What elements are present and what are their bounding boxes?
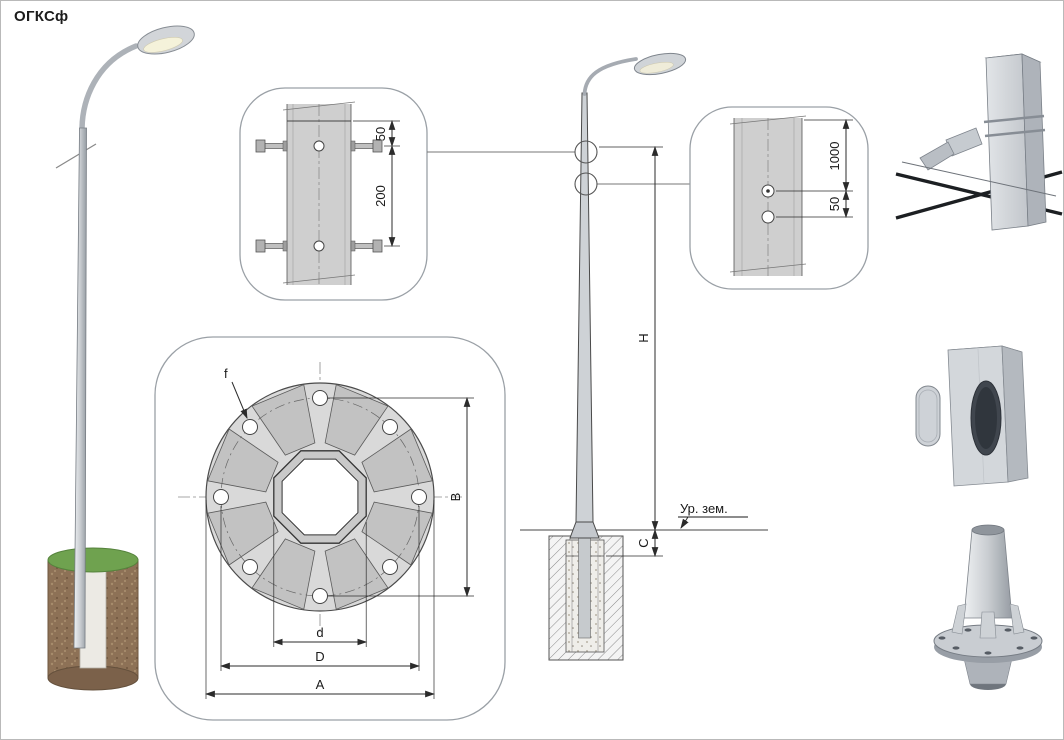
flange-bolt-holes: [938, 628, 1038, 655]
ground-level-label: Ур. зем.: [680, 501, 728, 516]
grass-top: [47, 547, 139, 573]
break-mark: [282, 274, 356, 284]
pole-column: [985, 53, 1029, 231]
flange-bolt-holes: [213, 390, 427, 604]
door-opening-inner: [975, 387, 997, 449]
ground-leader: [680, 516, 689, 529]
pole-arm: [79, 43, 139, 133]
pole-shaft: [575, 92, 594, 523]
leader-f: [231, 381, 248, 420]
break-mark: [282, 101, 356, 111]
callout-circle-upper: [574, 140, 598, 164]
drawing-title: ОГКСф: [14, 8, 69, 25]
mount-bolt-dot: [766, 189, 770, 193]
flange-gussets: [207, 384, 433, 610]
lamp-head: [137, 25, 195, 55]
detail-flange-plan: f B d D A: [154, 336, 506, 721]
render-cable-clamp: [895, 53, 1063, 231]
break-mark: [729, 263, 807, 273]
dim-label-50: 50: [373, 127, 388, 141]
band-clamp: [984, 128, 1046, 138]
break-mark: [55, 143, 97, 169]
dim-label-50: 50: [827, 197, 842, 211]
dim-label-d: d: [316, 625, 323, 640]
clamp-bolt-lower: [255, 239, 383, 253]
gusset: [951, 603, 967, 635]
mount-hole-lower: [761, 210, 775, 224]
pole-arm: [582, 57, 638, 96]
render-access-door: [915, 345, 1029, 487]
callout-circle-lower: [574, 172, 598, 196]
clamp-bolt-upper: [255, 139, 383, 153]
dim-label-C: C: [636, 538, 651, 547]
lamp-head: [633, 52, 687, 76]
detail-clamp-section: 50 200: [239, 87, 428, 301]
dim-label-1000: 1000: [827, 142, 842, 171]
dim-label-200: 200: [373, 185, 388, 207]
dim-label-A: A: [316, 677, 325, 692]
gusset: [979, 611, 997, 639]
pole-shaft: [73, 127, 87, 649]
break-mark: [729, 115, 807, 125]
pole-stub: [963, 529, 1013, 619]
wedge-clamp: [919, 141, 955, 171]
dim-label-H: H: [636, 333, 651, 342]
render-flange-base: [933, 524, 1043, 690]
pole-embedded: [578, 537, 591, 639]
elevation-view: H C Ур. зем.: [427, 52, 768, 661]
dim-label-D: D: [315, 649, 324, 664]
dim-label-B: B: [448, 493, 463, 502]
door-cover: [915, 385, 941, 447]
hole-label-f: f: [224, 366, 228, 381]
pole-stub-opening: [971, 524, 1005, 536]
pole-octagon-section: [273, 450, 367, 544]
render-full-pole: [47, 25, 195, 691]
band-clamp: [983, 114, 1045, 124]
pole-base-flare: [569, 521, 600, 539]
wire: [901, 161, 1057, 197]
gusset: [1009, 603, 1025, 635]
detail-hole-section: 1000 50: [689, 106, 869, 290]
foundation-bottom: [47, 665, 139, 691]
